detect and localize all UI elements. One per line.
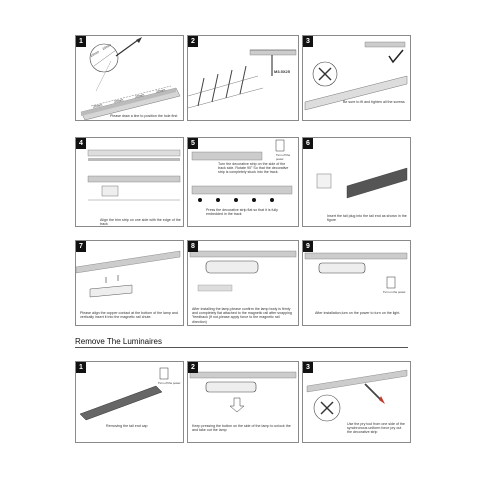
step-8-panel: 8 After installing the lamp,please confi… [187, 240, 299, 326]
power-note: Turn off the power [276, 153, 291, 161]
remove-step-3-panel: 3 Use the pry tool from one side of the … [302, 361, 411, 443]
screw-size-label: M3.5X25 [274, 69, 291, 74]
step-number: 6 [303, 138, 313, 149]
remove-step-1-caption: Removing the tail end cap [106, 424, 148, 428]
step-number: 3 [303, 362, 313, 373]
step-4-panel: 4 Align the trim strip on one side with … [75, 137, 184, 227]
step-3-illustration [304, 41, 408, 111]
step-number: 4 [76, 138, 86, 149]
step-1-caption: Please draw a line to position the hole … [110, 114, 178, 118]
step-8-caption: After installing the lamp,please confirm… [192, 307, 292, 324]
remove-step-2-illustration [189, 371, 297, 413]
step-8-illustration [189, 250, 297, 292]
step-5-illustration [191, 139, 293, 202]
step-number: 8 [188, 241, 198, 252]
remove-step-2-caption: Keep pressing the button on the side of … [192, 424, 291, 433]
remove-step-2-panel: 2 Keep pressing the button on the side o… [187, 361, 299, 443]
step-7-illustration [76, 250, 181, 298]
step-1-panel: 1 20mm 20mm 20mm 20mm 20mm 20mm Please d… [75, 35, 184, 121]
section-divider [75, 347, 408, 348]
power-note: Turn off the power [158, 381, 181, 385]
step-3-caption: Be sure to fit and tighten all the screw… [343, 100, 405, 104]
step-number: 3 [303, 36, 313, 47]
remove-step-3-caption: Use the pry tool from one side of the sy… [347, 422, 405, 435]
step-6-panel: 6 Insert the tail plug into the tail end… [302, 137, 411, 227]
step-number: 1 [76, 362, 86, 373]
power-note: Turn on the power [383, 290, 406, 294]
remove-step-1-panel: 1 Turn off the power Removing the tail e… [75, 361, 184, 443]
step-5-panel: 5 Turn off the power Turn the decorative… [187, 137, 299, 227]
step-5-caption-top: Turn the decorative strip on the side of… [218, 162, 289, 175]
step-1-illustration [80, 37, 181, 120]
step-number: 1 [76, 36, 86, 47]
step-5-caption-bottom: Press the decorative strip flat so that … [206, 208, 278, 217]
step-number: 9 [303, 241, 313, 252]
step-9-caption: After installation,turn on the power to … [315, 311, 401, 315]
step-9-panel: 9 Turn on the power After installation,t… [302, 240, 411, 326]
step-7-panel: 7 Please align the copper contact at the… [75, 240, 184, 326]
step-number: 2 [188, 36, 198, 47]
section-title: Remove The Luminaires [75, 337, 163, 346]
step-9-illustration [304, 252, 408, 289]
step-number: 2 [188, 362, 198, 373]
step-number: 7 [76, 241, 86, 252]
step-6-caption: Insert the tail plug into the tail end a… [327, 214, 407, 223]
step-6-illustration [316, 167, 408, 199]
remove-step-3-illustration [306, 369, 408, 422]
step-number: 5 [188, 138, 198, 149]
step-7-caption: Please align the copper contact at the b… [80, 311, 178, 320]
step-4-caption: Align the trim strip on one side with th… [100, 218, 181, 227]
remove-step-1-illustration [79, 367, 169, 421]
step-4-illustration [87, 149, 181, 201]
step-3-panel: 3 Be sure to fit and tighten all the scr… [302, 35, 411, 121]
step-2-illustration [188, 49, 297, 109]
step-2-panel: 2 M3.5X25 [187, 35, 299, 121]
